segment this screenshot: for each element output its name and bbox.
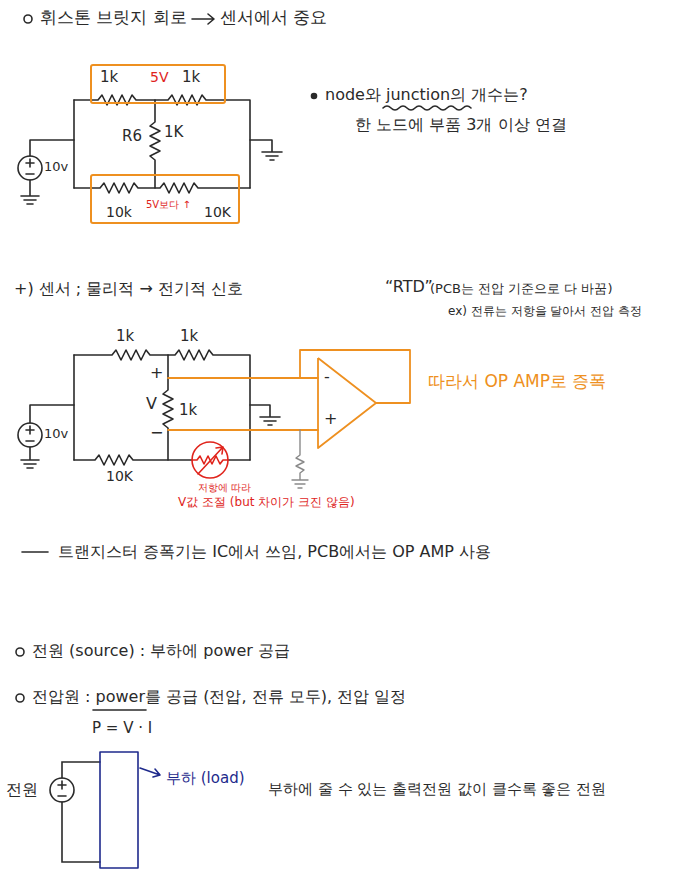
note-text: “RTD” <box>385 278 433 296</box>
wire-left <box>73 355 75 460</box>
highlight-box: 1k 5V 1k <box>90 64 226 104</box>
battery-sign <box>58 781 66 796</box>
underline <box>93 709 146 711</box>
variable-resistor <box>192 442 228 478</box>
battery-symbol <box>18 156 42 180</box>
arrow-symbol <box>192 14 214 24</box>
note-text: 따라서 OP AMP로 증폭 <box>428 372 606 392</box>
wire-bottom <box>74 183 250 193</box>
note-text: 전원 <box>6 781 38 799</box>
note-text: 전압원 : power를 공급 (전압, 전류 모두), 전압 일정 <box>32 688 406 706</box>
note-text: +) 센서 ; 물리적 → 전기적 신호 <box>14 280 243 298</box>
opamp-triangle-path <box>318 358 376 448</box>
wire-left <box>73 100 75 188</box>
note-text: 센서에서 중요 <box>220 8 327 28</box>
node-text: 10K <box>204 204 231 220</box>
load-arrow <box>140 768 160 777</box>
ground-symbol <box>250 140 282 160</box>
note-text: 한 노드에 부품 3개 이상 연결 <box>355 116 567 134</box>
node-text: 5V <box>150 69 168 85</box>
wire-bottom <box>74 455 250 465</box>
node-text: 5V보다 ↑ <box>146 199 191 211</box>
bullet-dot <box>312 94 317 99</box>
opamp-input-wire <box>168 377 318 379</box>
node-text: + <box>324 410 337 428</box>
note-text: 부하에 줄 수 있는 출력전원 값이 클수록 좋은 전원 <box>268 781 606 798</box>
bullet-circle <box>16 648 24 656</box>
ground-symbol <box>250 405 280 425</box>
note-text: − <box>150 424 163 442</box>
bullet-circle <box>16 694 24 702</box>
opamp-input-wire <box>168 429 318 431</box>
note-text: 10v <box>44 427 68 442</box>
feedback-wire <box>300 350 410 403</box>
resistor-symbol <box>163 355 173 460</box>
note-text: 1k <box>179 402 197 419</box>
note-text: R6 <box>122 128 142 145</box>
load-box <box>100 752 138 868</box>
note-text: 전원 (source) : 부하에 power 공급 <box>32 642 290 660</box>
wire-battery <box>30 140 74 156</box>
wire-top <box>74 350 250 460</box>
wire-battery <box>30 405 74 423</box>
source-symbol <box>50 778 74 802</box>
bullet-circle <box>24 15 32 23</box>
battery-sign <box>26 426 34 441</box>
note-text: 1k <box>116 328 134 345</box>
note-text: + <box>150 364 163 382</box>
note-text: P = V · I <box>92 720 152 737</box>
note-text: 10v <box>44 160 68 175</box>
note-text: 1k <box>180 328 198 345</box>
node-text: 10k <box>106 204 132 220</box>
note-text: 트랜지스터 증폭기는 IC에서 쓰임, PCB에서는 OP AMP 사용 <box>58 543 491 561</box>
node-text: - <box>324 368 330 386</box>
note-text: V값 조절 (but 차이가 크진 않음) <box>178 496 355 510</box>
note-text: node와 junction의 개수는? <box>325 86 528 104</box>
wavy-underline <box>383 106 471 110</box>
highlight-box: 10k 5V보다 ↑ 10K <box>90 174 240 224</box>
note-text: ex) 전류는 저항을 달아서 전압 측정 <box>448 305 642 319</box>
opamp-triangle: -+ <box>318 358 376 448</box>
note-text: 부하 (load) <box>166 770 245 787</box>
note-text: 휘스톤 브릿지 회로 <box>40 8 187 28</box>
note-text: 10K <box>106 468 133 484</box>
source-wire <box>62 762 100 862</box>
note-text: 1K <box>164 124 183 141</box>
battery-sign <box>26 159 34 174</box>
node-text: 1k <box>182 69 200 86</box>
ground-symbol <box>21 447 39 468</box>
ground-symbol <box>21 180 39 204</box>
adjust-arrow <box>198 447 223 474</box>
ground-resistor <box>292 430 308 488</box>
battery-symbol <box>18 423 42 447</box>
note-text: (PCB는 전압 기준으로 다 바꿈) <box>430 282 613 297</box>
note-text: 저항에 따라 <box>198 482 251 494</box>
note-text: V <box>146 395 157 413</box>
node-text: 1k <box>100 69 118 86</box>
dash-mark <box>22 551 48 553</box>
